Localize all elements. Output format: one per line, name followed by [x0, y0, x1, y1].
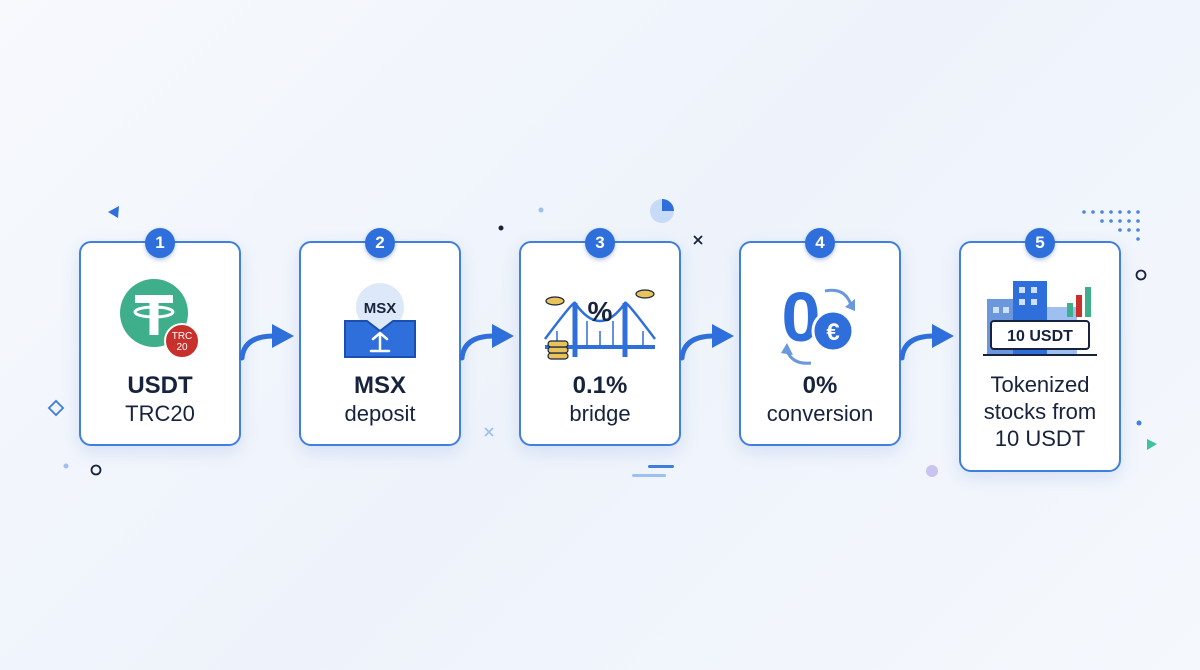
arrow-right-icon — [899, 324, 954, 361]
deposit-box-icon: MSX — [301, 269, 459, 369]
step-card-2: 2 MSX MSX deposit — [299, 228, 461, 446]
percent-label: % — [588, 296, 613, 327]
euro-conversion-icon: 0 € — [741, 269, 899, 369]
step-line: Tokenized — [990, 372, 1090, 397]
arrow-right-icon — [679, 324, 734, 361]
step-title: USDT — [127, 372, 193, 399]
tether-coin-icon: TRC 20 — [81, 269, 239, 369]
step-title: 0.1% — [572, 372, 628, 399]
step-card-1: 1 TRC 20 USDT TRC20 — [79, 228, 241, 446]
step-number-badge: 3 — [585, 228, 615, 258]
msx-label: MSX — [364, 300, 397, 317]
arrow-right-icon — [239, 324, 294, 361]
zero-label: 0 — [782, 278, 821, 356]
step-subtitle: deposit — [344, 401, 416, 426]
step-title: 0% — [802, 372, 838, 399]
arrow-right-icon — [459, 324, 514, 361]
city-chart-icon: 10 USDT — [961, 269, 1119, 369]
step-number-badge: 4 — [805, 228, 835, 258]
step-number-badge: 1 — [145, 228, 175, 258]
trc-badge-line-1: TRC — [172, 331, 193, 342]
step-number-badge: 5 — [1025, 228, 1055, 258]
step-card-5: 5 10 USDT Tokenized stocks from 1 — [959, 228, 1121, 472]
ten-usdt-label: 10 USDT — [1007, 328, 1073, 345]
step-card-3: 3 % 0.1% bridge — [519, 228, 681, 446]
step-number-badge: 2 — [365, 228, 395, 258]
bridge-icon: % — [521, 269, 679, 369]
step-card-4: 4 0 € 0% conversion — [739, 228, 901, 446]
step-title: MSX — [353, 372, 406, 399]
step-subtitle: bridge — [569, 401, 631, 426]
step-line: 10 USDT — [994, 426, 1086, 451]
trc-badge-line-2: 20 — [176, 342, 188, 353]
step-line: stocks from — [983, 399, 1097, 424]
euro-label: € — [826, 319, 839, 346]
step-subtitle: TRC20 — [125, 401, 195, 426]
step-subtitle: conversion — [766, 401, 874, 426]
